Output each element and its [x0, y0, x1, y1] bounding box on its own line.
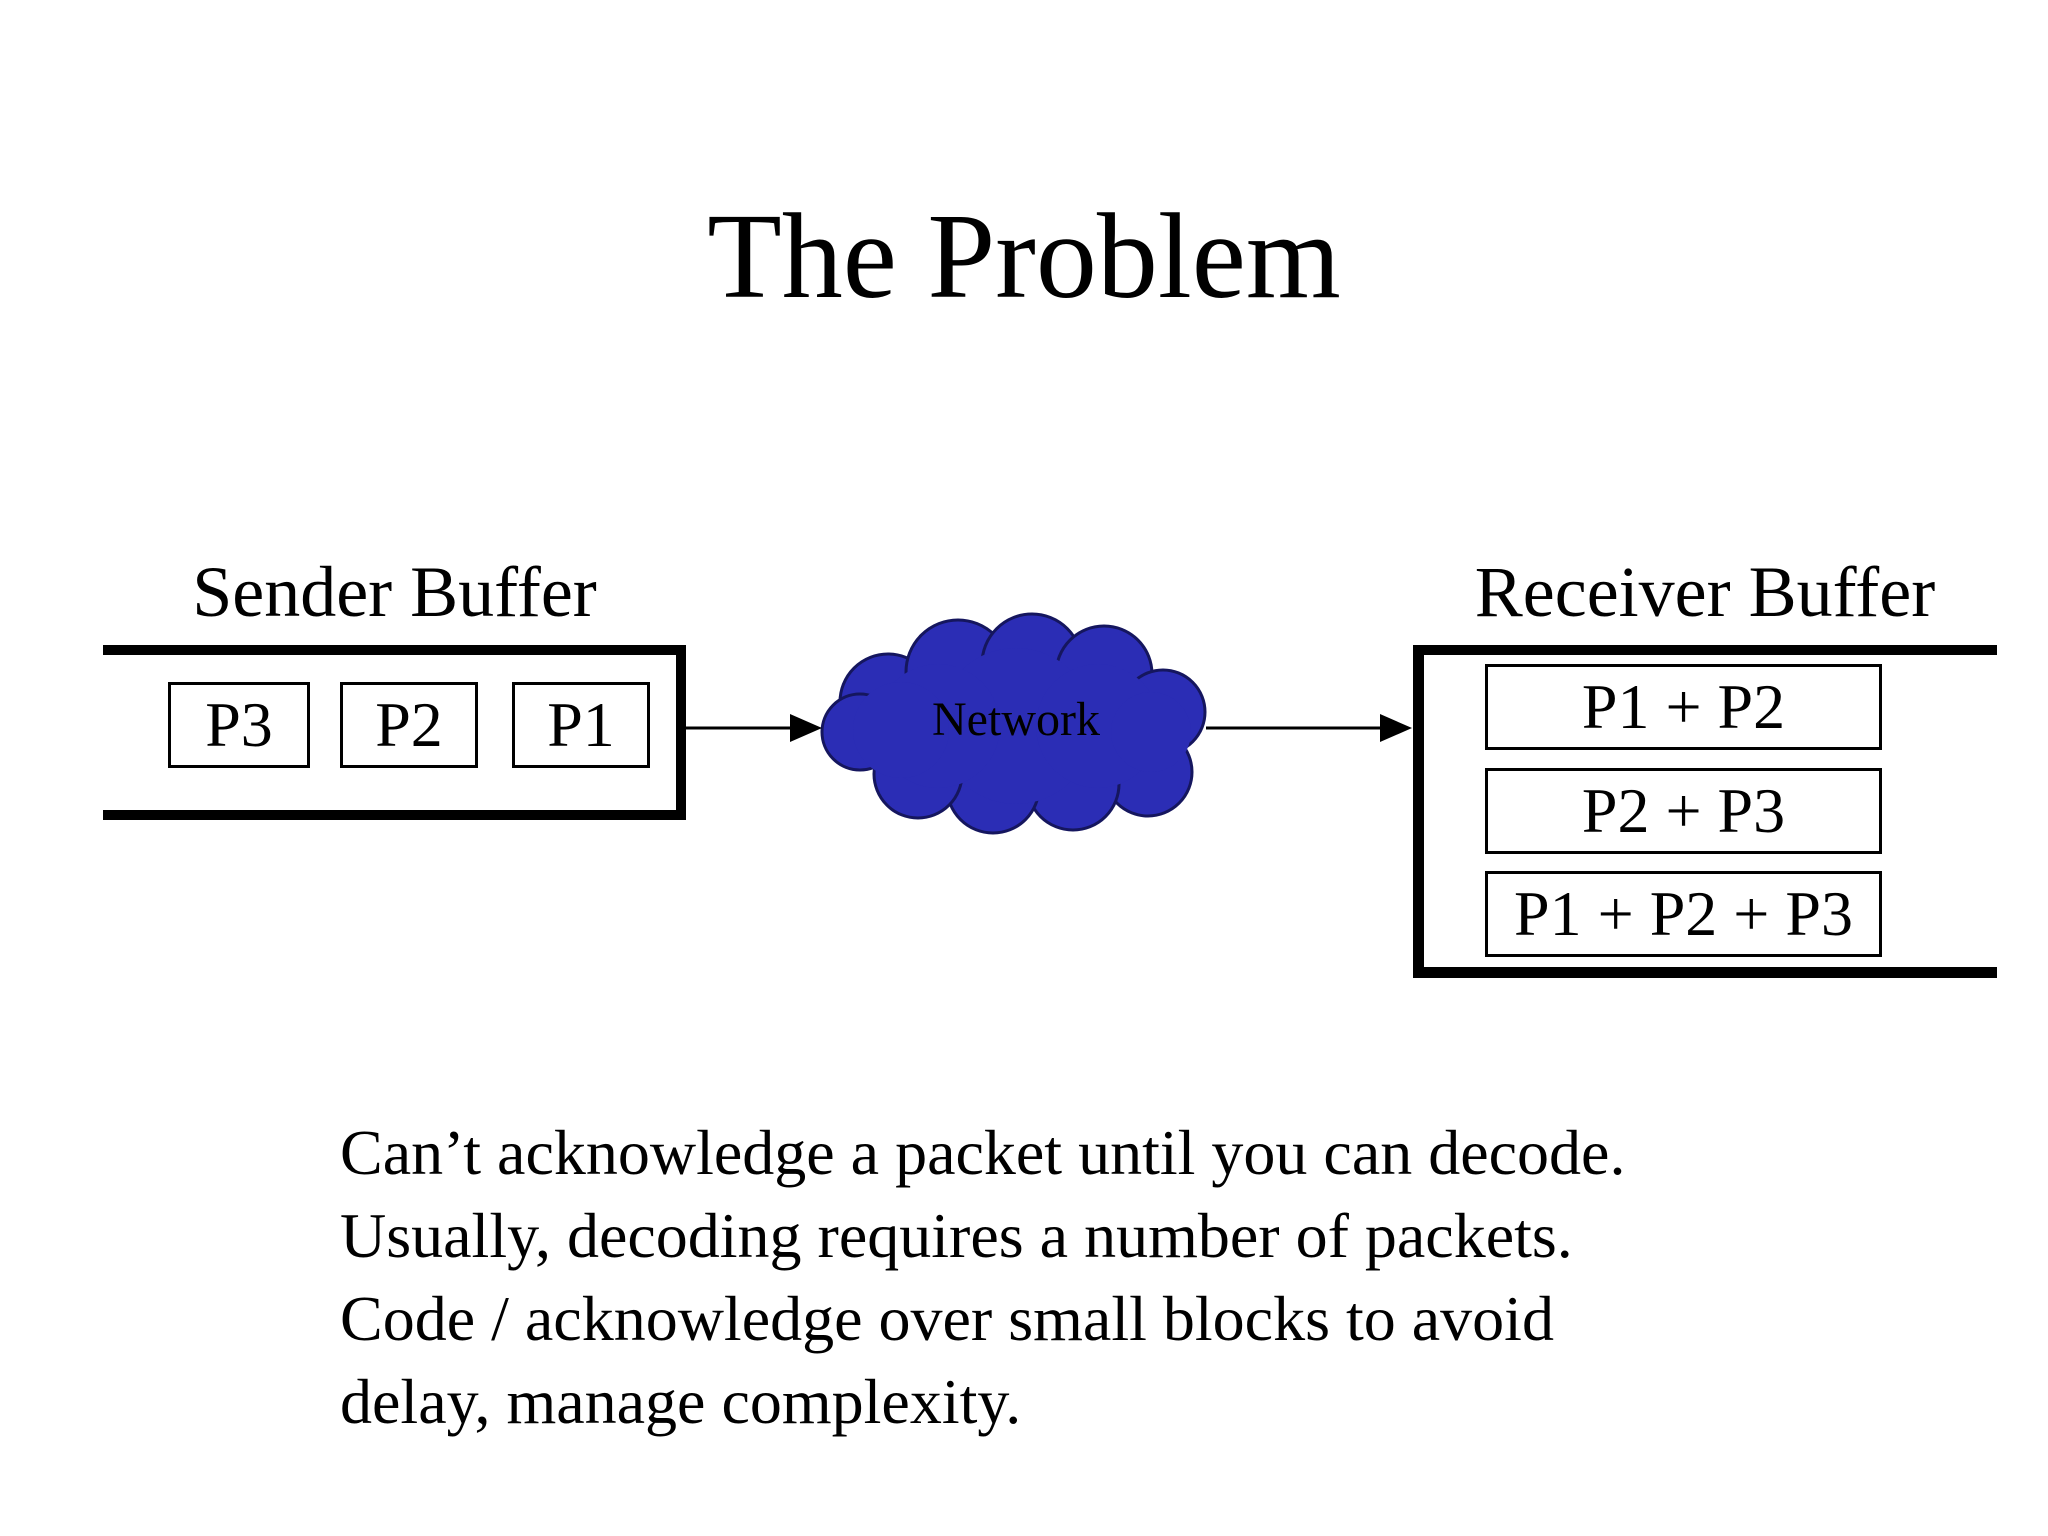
slide-title: The Problem — [707, 189, 1341, 324]
combo-box-p2-p3: P2 + P3 — [1485, 768, 1882, 854]
receiver-buffer-box — [1413, 645, 1997, 978]
notes-line-2: Usually, decoding requires a number of p… — [340, 1200, 1573, 1271]
notes-line-3: Code / acknowledge over small blocks to … — [340, 1283, 1554, 1354]
notes-line-1: Can’t acknowledge a packet until you can… — [340, 1117, 1626, 1188]
sender-buffer-box — [103, 645, 686, 820]
notes-paragraph: Can’t acknowledge a packet until you can… — [340, 1111, 1840, 1443]
arrow-sender-to-network — [686, 714, 822, 742]
combo-box-p1-p2: P1 + P2 — [1485, 664, 1882, 750]
arrow-network-to-receiver — [1206, 714, 1412, 742]
receiver-buffer-label: Receiver Buffer — [1474, 552, 1936, 632]
combo-box-p1-p2-p3: P1 + P2 + P3 — [1485, 871, 1882, 957]
packet-box-p2: P2 — [340, 682, 478, 768]
packet-box-p1: P1 — [512, 682, 650, 768]
network-label: Network — [932, 693, 1100, 746]
sender-buffer-label: Sender Buffer — [192, 552, 597, 632]
network-cloud-icon — [820, 612, 1207, 835]
cloud-stroke-group — [820, 612, 1207, 835]
notes-line-4: delay, manage complexity. — [340, 1366, 1022, 1437]
packet-box-p3: P3 — [168, 682, 310, 768]
cloud-fill-group — [820, 612, 1207, 835]
